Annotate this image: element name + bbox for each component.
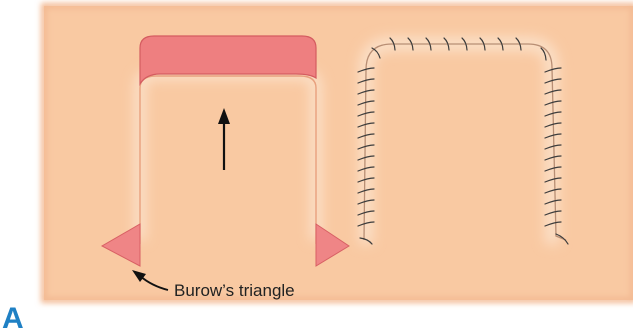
- panel-letter: A: [2, 304, 24, 334]
- burow-triangle-label: Burow’s triangle: [174, 281, 295, 300]
- advancement-flap-diagram: Burow’s triangle: [0, 0, 633, 328]
